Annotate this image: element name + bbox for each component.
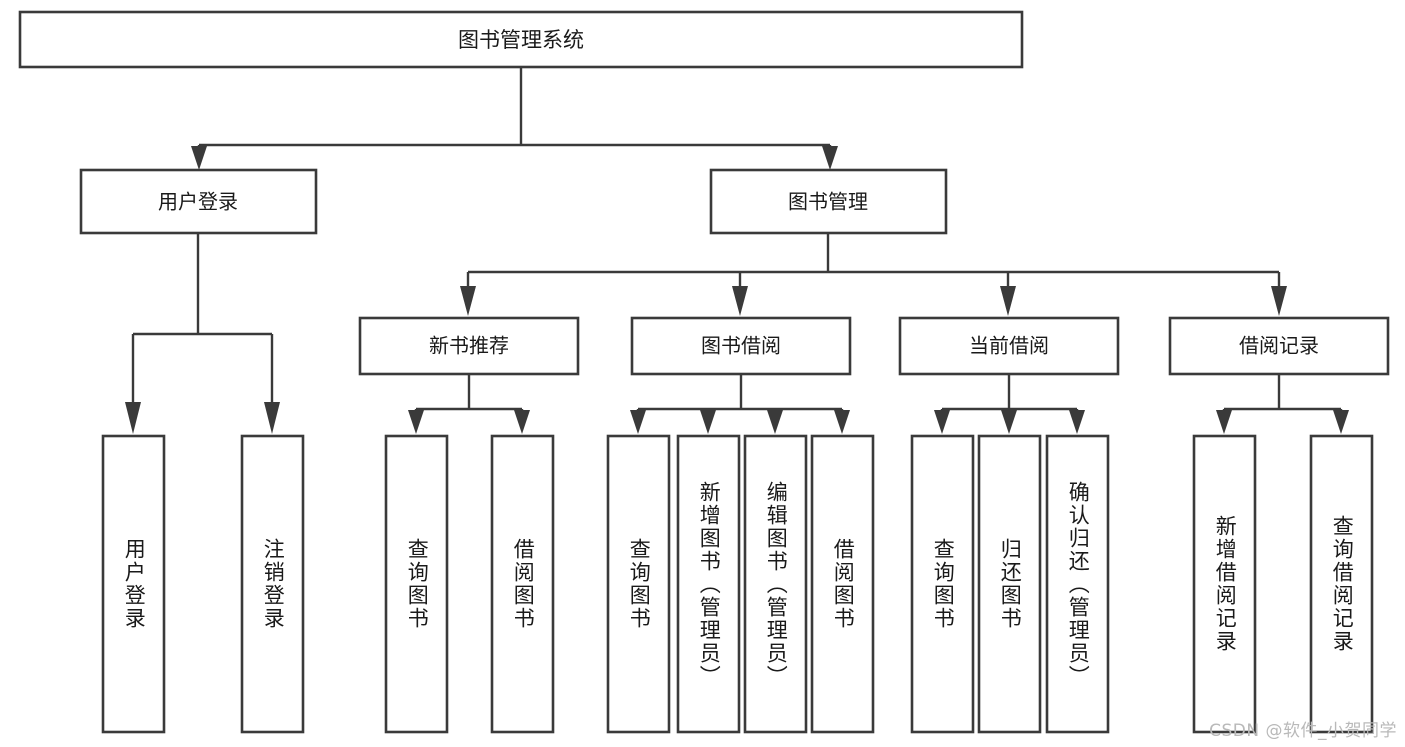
arrowhead-bookborrow-leaf-1 [630, 410, 646, 434]
arrowhead-borrowrecord-leaf-2 [1333, 410, 1349, 434]
arrowhead-currentborrow-leaf-3 [1069, 410, 1085, 434]
node-borrow-record[interactable] [1168, 316, 1390, 376]
node-user-login-label: 用户登录 [158, 190, 238, 214]
arrowhead-newbook-leaf-1 [408, 410, 424, 434]
node-book-management[interactable] [709, 168, 948, 235]
node-book-borrow[interactable] [630, 316, 852, 376]
node-current-borrow[interactable] [898, 316, 1120, 376]
leaf-logout[interactable] [240, 434, 305, 734]
leaf-borrowrecord-query-record[interactable] [1309, 434, 1374, 734]
arrowhead-borrowrecord-leaf-1 [1216, 410, 1232, 434]
leaf-currentborrow-confirm-return[interactable] [1045, 434, 1110, 734]
arrowhead-borrow-record [1271, 286, 1287, 316]
leaf-currentborrow-query-book[interactable] [910, 434, 975, 734]
node-book-borrow-label: 图书借阅 [701, 334, 781, 358]
arrowhead-current-borrow [1000, 286, 1016, 316]
leaf-newbook-query-book[interactable] [384, 434, 449, 734]
arrowhead-currentborrow-leaf-1 [934, 410, 950, 434]
node-new-book-recommend-label: 新书推荐 [429, 334, 509, 358]
arrowhead-bookborrow-leaf-3 [767, 410, 783, 434]
leaf-bookborrow-query-book[interactable] [606, 434, 671, 734]
arrowhead-newbook-leaf-2 [514, 410, 530, 434]
node-book-management-label: 图书管理 [788, 190, 868, 214]
node-current-borrow-label: 当前借阅 [969, 334, 1049, 358]
arrowhead-leaf-user-login [125, 402, 141, 434]
leaf-bookborrow-borrow-book[interactable] [810, 434, 875, 734]
leaf-bookborrow-edit-book[interactable] [743, 434, 808, 734]
arrowhead-leaf-logout [264, 402, 280, 434]
arrowhead-new-book [460, 286, 476, 316]
node-borrow-record-label: 借阅记录 [1239, 334, 1319, 358]
arrowhead-bookborrow-leaf-4 [834, 410, 850, 434]
leaf-user-login[interactable] [101, 434, 166, 734]
arrowhead-userlogin [191, 146, 207, 170]
leaf-currentborrow-return-book[interactable] [977, 434, 1042, 734]
watermark-text: CSDN @软件_小贺同学 [1209, 721, 1397, 741]
node-root-label: 图书管理系统 [458, 28, 584, 52]
arrowhead-currentborrow-leaf-2 [1001, 410, 1017, 434]
leaf-borrowrecord-add-record[interactable] [1192, 434, 1257, 734]
node-root[interactable] [18, 10, 1024, 69]
arrowhead-book-borrow [732, 286, 748, 316]
leaf-bookborrow-add-book[interactable] [676, 434, 741, 734]
leaf-newbook-borrow-book[interactable] [490, 434, 555, 734]
arrowhead-bookmgmt [822, 146, 838, 170]
node-new-book-recommend[interactable] [358, 316, 580, 376]
arrowhead-bookborrow-leaf-2 [700, 410, 716, 434]
